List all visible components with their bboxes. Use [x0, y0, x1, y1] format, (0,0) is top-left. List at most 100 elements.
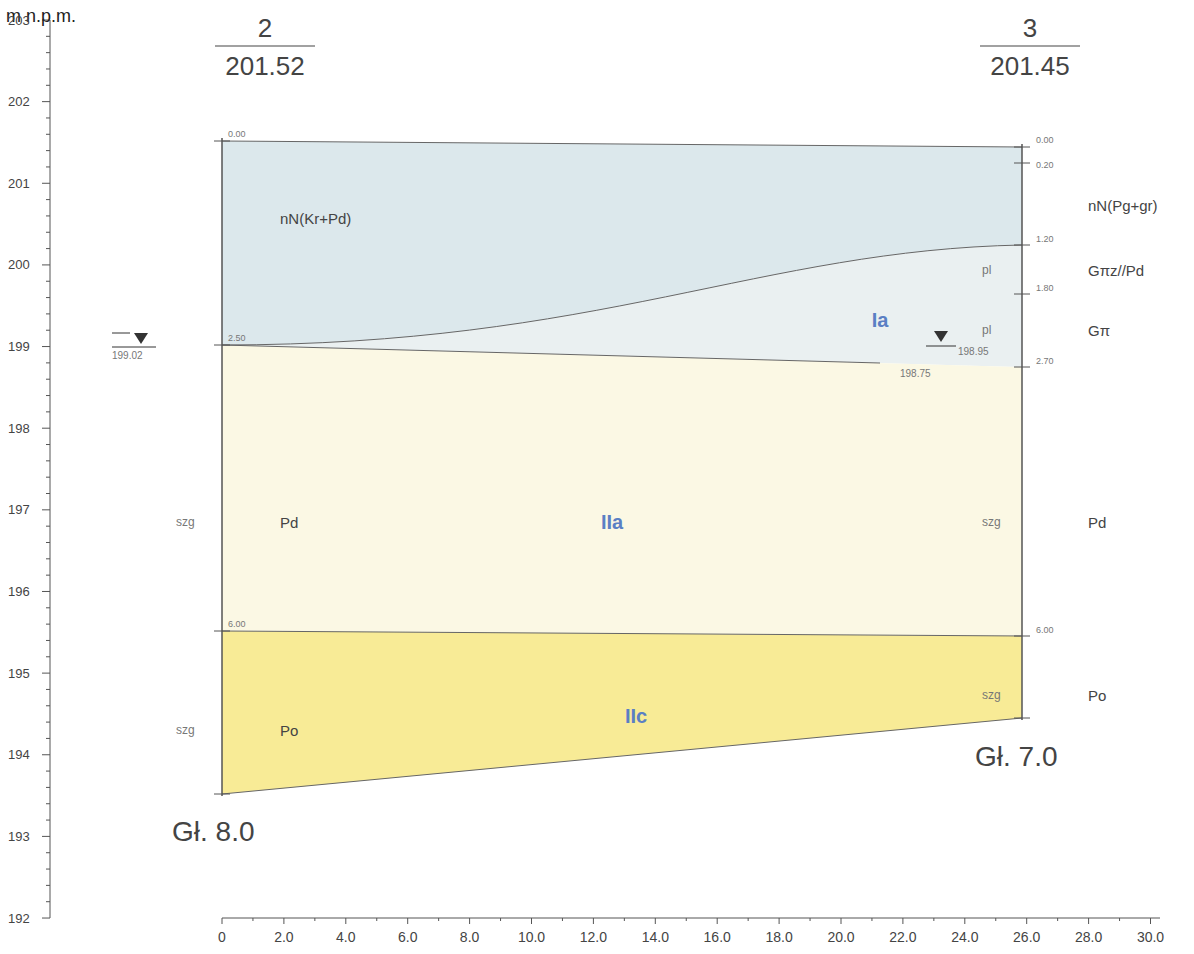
- depth-value: 6.00: [1036, 626, 1054, 635]
- axis-value: 203: [8, 14, 30, 27]
- axis-tick: [46, 248, 50, 249]
- axis-tick: [469, 918, 470, 924]
- axis-tick: [46, 738, 50, 739]
- borehole-elevation: 201.45: [990, 53, 1070, 79]
- axis-tick: [46, 379, 50, 380]
- layer-band: Ia: [868, 308, 893, 332]
- axis-value: 20.0: [827, 930, 854, 944]
- depth-value: 0.20: [1036, 161, 1054, 170]
- axis-tick: [46, 52, 50, 53]
- axis-tick: [46, 705, 50, 706]
- axis-tick: [407, 918, 408, 924]
- axis-tick: [42, 591, 50, 592]
- axis-tick: [46, 281, 50, 282]
- axis-value: 4.0: [336, 930, 355, 944]
- soil-code: Pd: [1088, 515, 1106, 530]
- state-code: szg: [176, 724, 195, 736]
- layer-number: IIc: [625, 706, 647, 726]
- axis-tick: [314, 918, 315, 921]
- axis-value: 14.0: [642, 930, 669, 944]
- state-code: pl: [982, 324, 991, 336]
- axis-tick: [1150, 918, 1151, 924]
- state-code: szg: [982, 516, 1001, 528]
- layer-band: IIc: [621, 704, 651, 728]
- axis-tick: [46, 656, 50, 657]
- axis-tick: [46, 526, 50, 527]
- axis-tick: [42, 918, 50, 919]
- layer-fill: [222, 345, 1022, 636]
- soil-code: Gπz//Pd: [1088, 263, 1144, 278]
- layer-fill: [222, 245, 1022, 367]
- axis-tick: [46, 36, 50, 37]
- axis-tick: [376, 918, 377, 921]
- axis-value: 193: [8, 830, 30, 843]
- axis-tick: [686, 918, 687, 921]
- layer-fill: [222, 631, 1022, 794]
- axis-value: 198: [8, 422, 30, 435]
- axis-tick: [42, 101, 50, 102]
- depth-value: 2.50: [228, 334, 246, 343]
- axis-tick: [46, 477, 50, 478]
- axis-tick: [46, 542, 50, 543]
- axis-value: 8.0: [460, 930, 479, 944]
- axis-tick: [748, 918, 749, 921]
- axis-tick: [1119, 918, 1120, 921]
- soil-code: Gπ: [1088, 323, 1110, 338]
- axis-tick: [46, 444, 50, 445]
- axis-value: 24.0: [951, 930, 978, 944]
- axis-tick: [42, 264, 50, 265]
- axis-tick: [42, 836, 50, 837]
- axis-tick: [42, 509, 50, 510]
- axis-tick: [46, 640, 50, 641]
- axis-value: 10.0: [518, 930, 545, 944]
- axis-tick: [46, 395, 50, 396]
- axis-tick: [1026, 918, 1027, 924]
- axis-tick: [531, 918, 532, 924]
- axes: [42, 20, 1160, 924]
- borehole-number: 2: [258, 15, 272, 41]
- axis-tick: [902, 918, 903, 924]
- axis-value: 202: [8, 95, 30, 108]
- axis-value: 22.0: [889, 930, 916, 944]
- axis-tick: [46, 166, 50, 167]
- axis-tick: [46, 624, 50, 625]
- axis-tick: [283, 918, 284, 924]
- axis-value: 195: [8, 667, 30, 680]
- depth-value: 6.00: [228, 620, 246, 629]
- axis-tick: [42, 428, 50, 429]
- axis-tick: [46, 869, 50, 870]
- axis-tick: [46, 558, 50, 559]
- axis-tick: [810, 918, 811, 921]
- depth-ticks: [214, 141, 1030, 794]
- axis-value: 199: [8, 340, 30, 353]
- axis-tick: [1057, 918, 1058, 921]
- axis-tick: [964, 918, 965, 924]
- axis-tick: [438, 918, 439, 921]
- layer-band: IIa: [597, 510, 627, 534]
- axis-tick: [46, 297, 50, 298]
- axis-tick: [46, 134, 50, 135]
- axis-value: 200: [8, 258, 30, 271]
- axis-value: 30.0: [1137, 930, 1164, 944]
- soil-code: nN(Pg+gr): [1088, 198, 1158, 213]
- axis-tick: [46, 493, 50, 494]
- axis-tick: [42, 673, 50, 674]
- depth-value: 0.00: [1036, 136, 1054, 145]
- axis-value: 197: [8, 503, 30, 516]
- axis-tick: [655, 918, 656, 924]
- depth-value: 1.20: [1036, 235, 1054, 244]
- depth-value: 0.00: [228, 130, 246, 139]
- borehole-lines: [222, 138, 1022, 796]
- soil-code: Pd: [280, 515, 298, 530]
- axis-tick: [42, 346, 50, 347]
- axis-tick: [779, 918, 780, 924]
- axis-tick: [1088, 918, 1089, 924]
- borehole-depth: Gł. 7.0: [975, 743, 1057, 771]
- axis-tick: [46, 722, 50, 723]
- layer-number: IIa: [601, 512, 623, 532]
- axis-value: 196: [8, 585, 30, 598]
- axis-tick: [46, 689, 50, 690]
- state-code: pl: [982, 264, 991, 276]
- borehole-number: 3: [1023, 15, 1037, 41]
